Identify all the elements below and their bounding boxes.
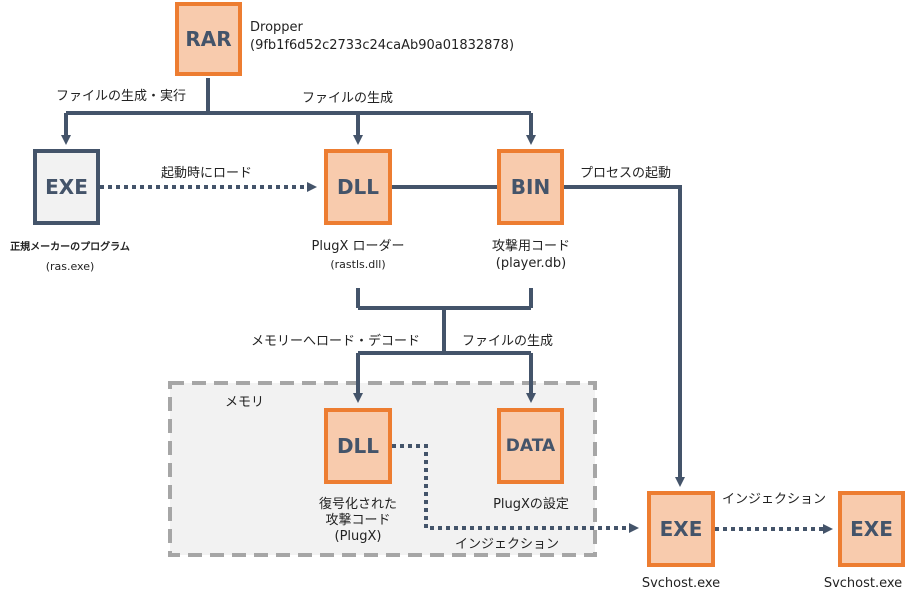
connector-merge xyxy=(353,288,536,403)
memory-region-label: メモリ xyxy=(225,395,265,410)
svchost-exe-box-2: EXE xyxy=(838,491,905,567)
legit-filename-label: (ras.exe) xyxy=(45,260,95,273)
decoded-line3-label: (PlugX) xyxy=(334,529,382,544)
dropper-name-label: Dropper xyxy=(250,20,303,35)
connector-bin-svchost xyxy=(564,185,685,487)
plugx-config-label: PlugXの設定 xyxy=(493,497,569,512)
load-on-start-label: 起動時にロード xyxy=(161,166,253,181)
decoded-dll-box: DLL xyxy=(324,408,392,484)
svchost2-label: Svchost.exe xyxy=(823,576,903,591)
process-start-label: プロセスの起動 xyxy=(580,166,672,181)
create-file-mid-label: ファイルの生成 xyxy=(462,334,554,349)
attack-code-label: 攻撃用コード xyxy=(491,239,570,254)
connector-dll-injection xyxy=(392,444,639,533)
decoded-line1-label: 復号化された xyxy=(318,497,397,512)
plugx-loader-dll-box: DLL xyxy=(324,149,392,225)
svchost1-label: Svchost.exe xyxy=(641,576,721,591)
data-box: DATA xyxy=(497,408,564,484)
create-file-top-label: ファイルの生成 xyxy=(302,91,394,106)
dropper-hash-label: (9fb1f6d52c2733c24caAb90a01832878) xyxy=(250,38,515,53)
injection-bottom-label: インジェクション xyxy=(455,537,560,552)
memory-load-decode-label: メモリーへロード・デコード xyxy=(251,334,421,349)
create-execute-label: ファイルの生成・実行 xyxy=(56,89,187,104)
svchost-exe-box-1: EXE xyxy=(647,491,715,567)
injection-right-label: インジェクション xyxy=(722,492,827,507)
decoded-line2-label: 攻撃コード xyxy=(325,513,391,528)
plugx-loader-label: PlugX ローダー xyxy=(311,239,405,254)
plugx-loader-file-label: (rastls.dll) xyxy=(330,258,386,271)
rar-box: RAR xyxy=(175,2,242,76)
bin-box: BIN xyxy=(497,149,564,225)
legit-program-label: 正規メーカーのプログラム xyxy=(10,242,130,253)
legit-exe-box: EXE xyxy=(33,149,100,225)
connector-rar-split xyxy=(61,78,536,145)
attack-code-file-label: (player.db) xyxy=(495,256,567,271)
